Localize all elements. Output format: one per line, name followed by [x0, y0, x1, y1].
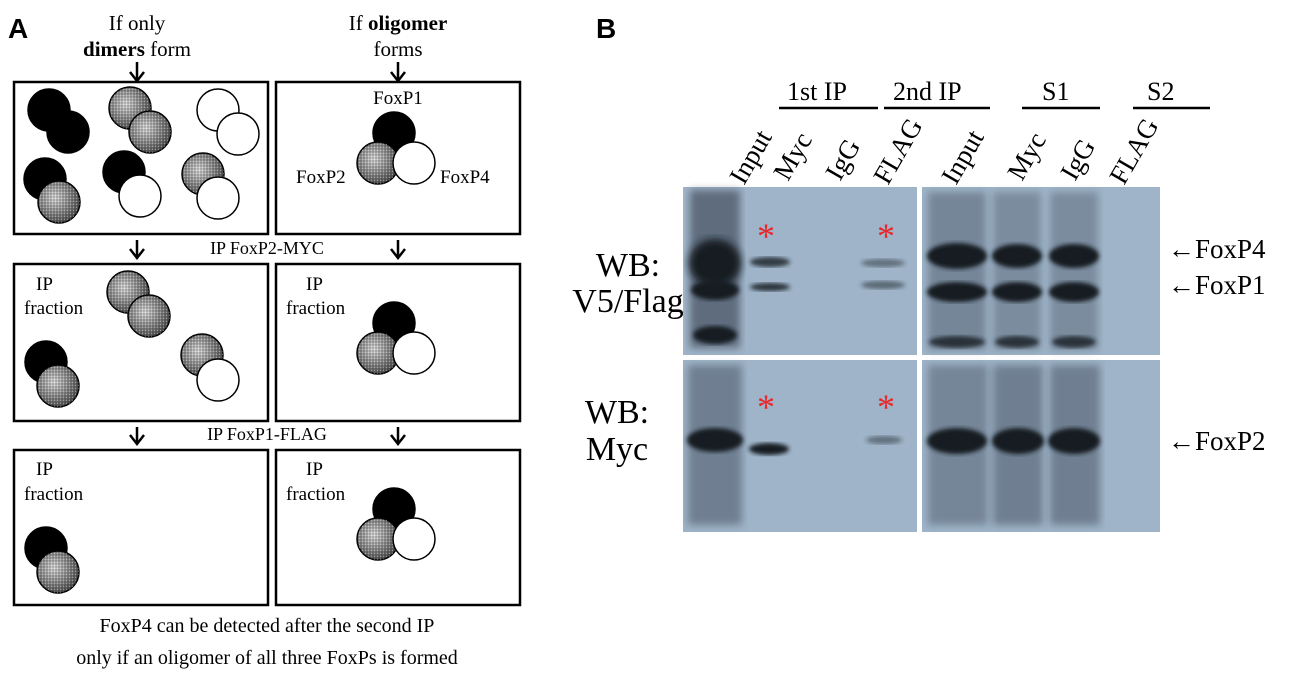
dimer-foxp1-foxp1	[27, 88, 90, 154]
label-foxp4: FoxP4	[440, 167, 490, 188]
dimer-foxp1-foxp2	[24, 340, 80, 408]
lane-label-igg: IgG	[819, 134, 866, 185]
asterisk-top-flag: *	[877, 216, 895, 256]
down-arrow-icon	[129, 240, 145, 261]
group-header-2nd-ip: 2nd IP	[893, 77, 962, 106]
down-arrow-icon	[129, 62, 145, 84]
label-foxp1: FoxP1	[373, 88, 423, 109]
oligomer-start	[356, 111, 436, 185]
down-arrow-icon	[390, 427, 406, 447]
down-arrow-icon	[390, 62, 406, 84]
asterisk-bottom-flag: *	[877, 387, 895, 427]
step1-label: IP FoxP2-MYC	[210, 238, 324, 258]
box-dimers-ip2	[12, 448, 270, 607]
down-arrow-icon	[129, 427, 145, 447]
bands-bottom	[687, 365, 1100, 525]
dimer-foxp2-foxp2	[108, 86, 172, 154]
col2-heading-line2: forms	[374, 37, 423, 61]
dimer-foxp1-foxp4	[102, 150, 162, 218]
ip-label: IP	[36, 459, 53, 480]
band-label-foxp4: ←FoxP4	[1168, 234, 1266, 264]
col1-heading-line2: dimers form	[83, 37, 191, 61]
lane-label-flag-2: FLAG	[1103, 113, 1164, 189]
box-oligomer-ip1	[274, 262, 522, 423]
bands-top	[689, 190, 1099, 350]
lane-label-myc-2: Myc	[1001, 127, 1052, 185]
box-dimers-ip1	[12, 262, 270, 423]
panel-b-letter: B	[596, 13, 616, 44]
oligomer-ip1	[356, 301, 436, 375]
wb-top-line1: WB:	[596, 247, 660, 284]
wb-top-line2: V5/Flag	[572, 283, 683, 320]
lane-label-igg-2: IgG	[1054, 134, 1101, 185]
fraction-label: fraction	[286, 298, 346, 319]
band-label-foxp2: ←FoxP2	[1168, 426, 1266, 456]
caption-line1: FoxP4 can be detected after the second I…	[100, 615, 435, 637]
ip-label: IP	[306, 274, 323, 295]
asterisk-bottom-myc: *	[757, 387, 775, 427]
lane-label-flag: FLAG	[867, 113, 928, 189]
dimer-foxp1-foxp2	[23, 157, 81, 224]
group-header-s1: S1	[1042, 77, 1069, 106]
oligomer-ip2	[356, 487, 436, 561]
col1-heading-line1: If only	[109, 11, 166, 35]
box-oligomer-ip2	[274, 448, 522, 607]
ip-label: IP	[36, 274, 53, 295]
panel-a: A If only dimers form If oligomer forms	[8, 11, 522, 669]
wb-bottom-line1: WB:	[585, 394, 649, 431]
dimer-foxp2-foxp4	[181, 152, 240, 220]
fraction-label: fraction	[24, 484, 84, 505]
dimer-foxp1-foxp2	[24, 526, 80, 594]
fraction-label: fraction	[24, 298, 84, 319]
dimer-foxp2-foxp2	[106, 270, 171, 338]
step2-label: IP FoxP1-FLAG	[207, 424, 327, 444]
box-oligomer-start	[274, 80, 522, 236]
wb-bottom-line2: Myc	[586, 431, 648, 468]
panel-b: B 1st IP 2nd IP S1 S2 Input Myc IgG FLAG…	[572, 13, 1266, 532]
lane-label-input-2: Input	[935, 124, 990, 189]
group-header-1st-ip: 1st IP	[787, 77, 847, 106]
box-dimers-start	[12, 80, 270, 236]
col2-heading-line1: If oligomer	[349, 11, 448, 35]
dimer-foxp4-foxp4	[196, 88, 260, 156]
group-header-s2: S2	[1147, 77, 1174, 106]
dimer-foxp2-foxp4	[180, 333, 240, 402]
panel-a-letter: A	[8, 13, 28, 44]
fraction-label: fraction	[286, 484, 346, 505]
caption-line2: only if an oligomer of all three FoxPs i…	[76, 647, 458, 669]
asterisk-top-myc: *	[757, 216, 775, 256]
lane-label-input: Input	[723, 124, 778, 189]
band-label-foxp1: ←FoxP1	[1168, 270, 1266, 300]
label-foxp2: FoxP2	[296, 167, 346, 188]
lane-label-myc: Myc	[767, 127, 818, 185]
ip-label: IP	[306, 459, 323, 480]
down-arrow-icon	[390, 240, 406, 261]
